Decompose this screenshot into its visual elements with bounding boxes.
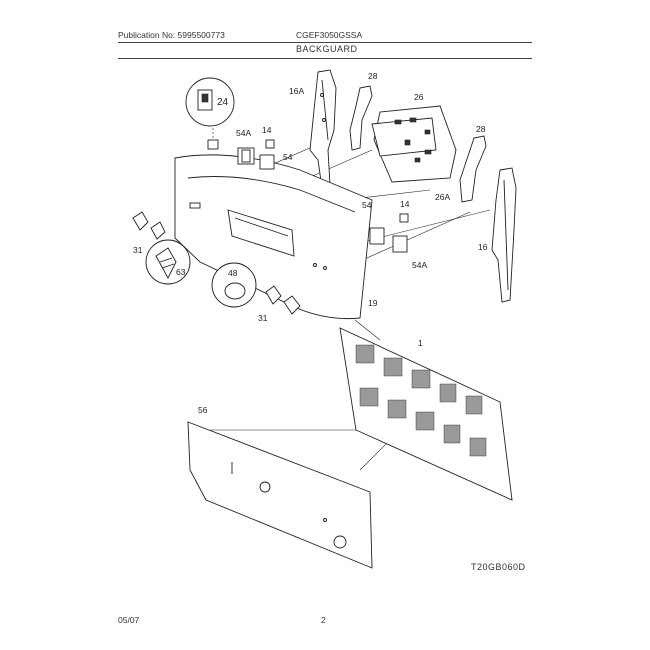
bracket-28-right <box>459 135 487 203</box>
callout-31-left: 31 <box>133 245 143 255</box>
switch-24-detail <box>185 77 235 127</box>
callout-1: 1 <box>418 338 423 348</box>
page-number: 2 <box>321 615 326 625</box>
callout-54a-right: 54A <box>412 260 427 270</box>
switch-24 <box>207 139 219 150</box>
bracket-28-top <box>349 85 373 151</box>
knob-48-detail <box>211 262 257 308</box>
callout-28-top: 28 <box>368 71 378 81</box>
switch-block-54-right <box>369 227 385 245</box>
side-bracket-16 <box>491 167 517 303</box>
diagram-code: T20GB060D <box>471 562 526 572</box>
side-bracket-16a <box>309 69 337 189</box>
callout-26a: 26A <box>435 192 450 202</box>
clip-14-top <box>265 139 275 149</box>
callout-28-right: 28 <box>476 124 486 134</box>
header-rule-bottom <box>118 58 532 59</box>
callout-56: 56 <box>198 405 208 415</box>
model-number: CGEF3050GSSA <box>296 30 363 40</box>
header-rule-top <box>118 42 532 43</box>
callout-31-bottom: 31 <box>258 313 268 323</box>
callout-24: 24 <box>217 97 229 108</box>
section-title: BACKGUARD <box>296 44 358 54</box>
switch-block-54-top <box>259 154 275 170</box>
footer-date: 05/07 <box>118 615 140 625</box>
callout-14-top: 14 <box>262 125 272 135</box>
publication-number: Publication No: 5995500773 <box>118 30 225 40</box>
callout-54a-top: 54A <box>236 128 251 138</box>
switch-block-54a-right <box>392 235 408 253</box>
callout-16a: 16A <box>289 86 304 96</box>
bottom-bracket-56 <box>187 421 373 569</box>
control-board-26 <box>371 105 457 183</box>
callout-63: 63 <box>176 267 186 277</box>
callout-14-right: 14 <box>400 199 410 209</box>
callout-19: 19 <box>368 298 378 308</box>
switch-block-54a-top <box>237 147 255 165</box>
callout-labels: 24 54A 14 54 16A 28 26 28 26A 54 14 16 5… <box>133 71 488 415</box>
callout-54-top: 54 <box>283 152 293 162</box>
clip-14-right <box>399 213 409 223</box>
callout-54-right: 54 <box>362 200 372 210</box>
callout-48: 48 <box>228 268 238 278</box>
knobs-31-left <box>132 211 166 240</box>
callout-16: 16 <box>478 242 488 252</box>
callout-26: 26 <box>414 92 424 102</box>
screw-63-detail <box>145 239 191 285</box>
rear-panel-1 <box>339 327 513 501</box>
knobs-31-bottom <box>265 285 301 315</box>
